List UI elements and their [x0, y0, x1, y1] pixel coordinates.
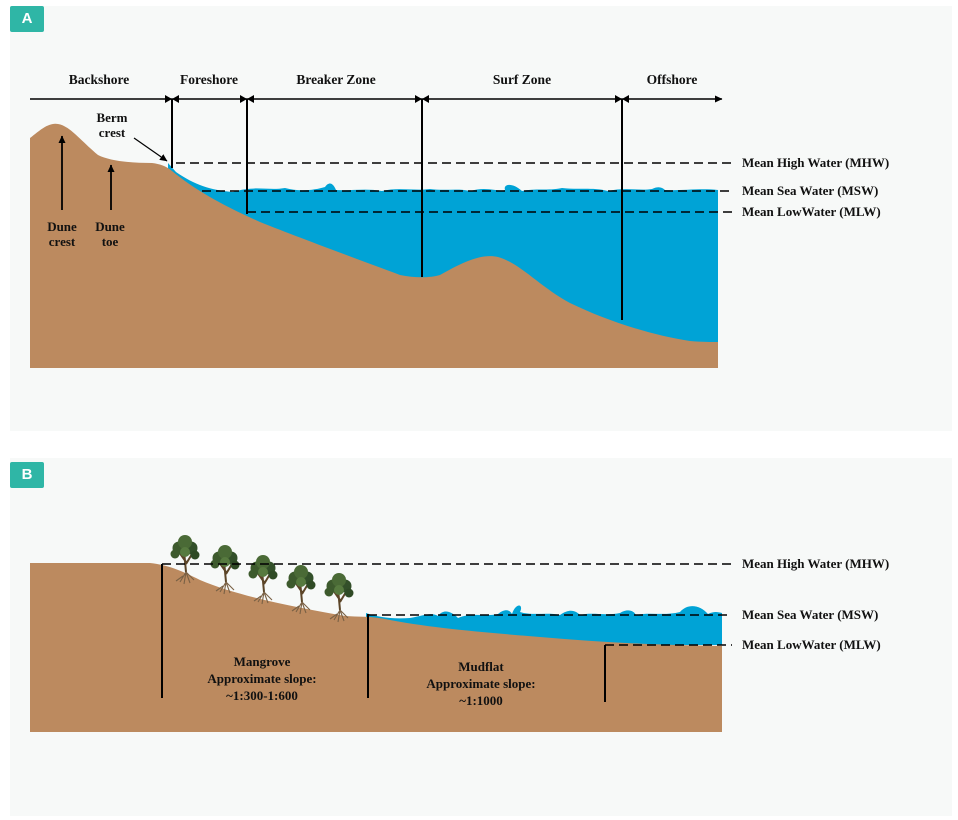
panel-b-drawing: Mangrove Approximate slope: ~1:300-1:600… [30, 534, 889, 732]
zone-backshore-label: Backshore [69, 72, 130, 87]
panel-a-tag: A [10, 6, 44, 32]
panel-a-mlw-label: Mean LowWater (MLW) [742, 204, 881, 219]
zone-foreshore-label: Foreshore [180, 72, 238, 87]
mangrove-label-line1: Mangrove [234, 654, 291, 669]
zone-offshore-label: Offshore [647, 72, 698, 87]
dune-crest-label-line2: crest [49, 234, 76, 249]
panel-a-msw-label: Mean Sea Water (MSW) [742, 183, 878, 198]
berm-crest-label-line1: Berm [96, 110, 127, 125]
dune-crest-label-line1: Dune [47, 219, 77, 234]
panel-b-mlw-label: Mean LowWater (MLW) [742, 637, 881, 652]
panel-b-mhw-label: Mean High Water (MHW) [742, 556, 889, 571]
dune-toe-label-line1: Dune [95, 219, 125, 234]
mudflat-label-line1: Mudflat [458, 659, 504, 674]
mangrove-label-line3: ~1:300-1:600 [226, 688, 298, 703]
panel-b-tag: B [10, 462, 44, 488]
mudflat-label-line3: ~1:1000 [459, 693, 503, 708]
mangrove-tree-3 [247, 554, 279, 605]
zone-breaker-label: Breaker Zone [296, 72, 375, 87]
panel-a-mhw-label: Mean High Water (MHW) [742, 155, 889, 170]
sand-profile-b [30, 563, 722, 732]
zone-surf-label: Surf Zone [493, 72, 551, 87]
mudflat-label-line2: Approximate slope: [426, 676, 535, 691]
dune-toe-label-line2: toe [102, 234, 119, 249]
mangrove-label-line2: Approximate slope: [207, 671, 316, 686]
sand-profile-a [30, 123, 718, 368]
panel-b-msw-label: Mean Sea Water (MSW) [742, 607, 878, 622]
berm-crest-label-line2: crest [99, 125, 126, 140]
panel-a-drawing: Backshore Foreshore Breaker Zone Surf Zo… [30, 72, 889, 368]
